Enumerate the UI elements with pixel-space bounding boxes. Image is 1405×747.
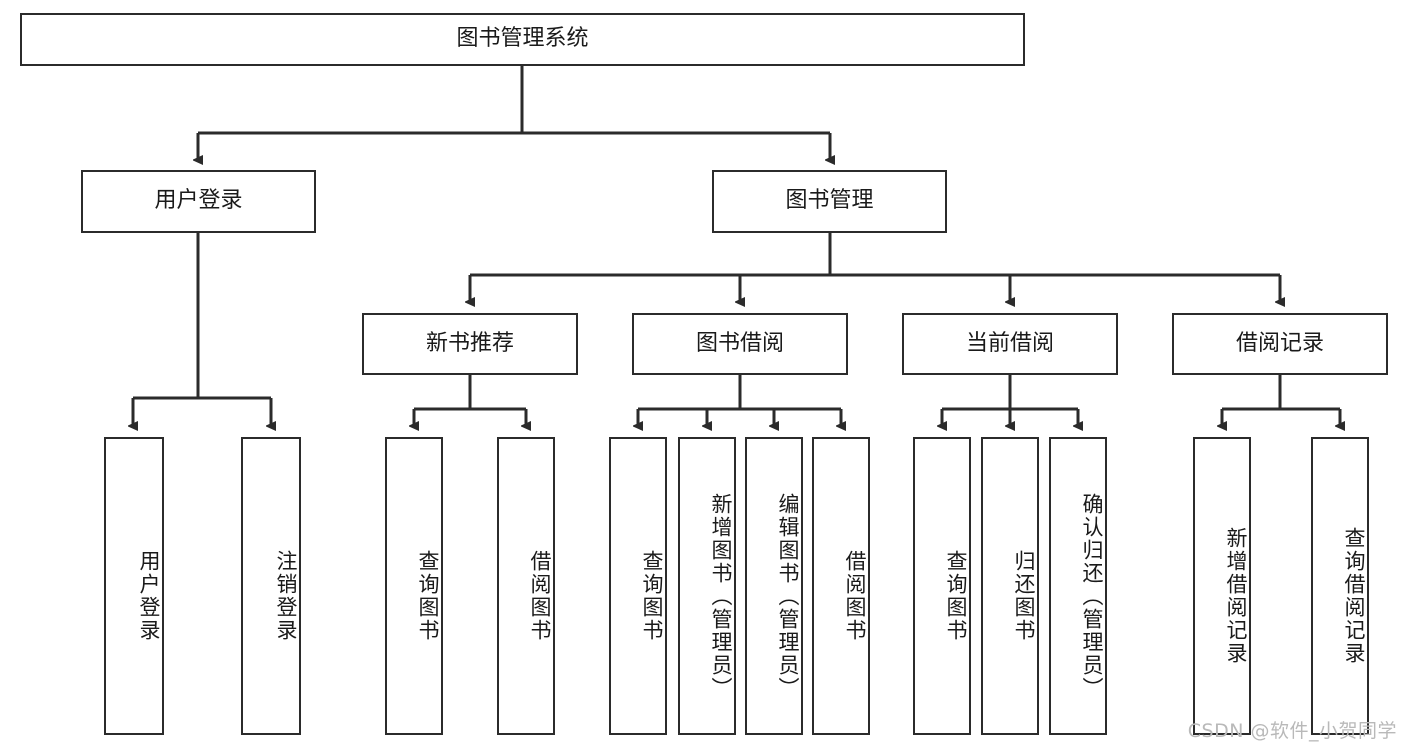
node-label: 注销登录 xyxy=(274,550,298,642)
node-label: 新增图书（管理员） xyxy=(709,492,733,700)
leaf-current-borrow-query-book[interactable]: 查询图书 xyxy=(913,437,971,735)
node-label: 新书推荐 xyxy=(425,330,514,356)
node-label: 新增借阅记录 xyxy=(1224,527,1248,665)
node-new-book-recommend[interactable]: 新书推荐 xyxy=(362,313,578,375)
leaf-current-borrow-return-book[interactable]: 归还图书 xyxy=(981,437,1039,735)
node-borrow-record[interactable]: 借阅记录 xyxy=(1172,313,1388,375)
leaf-new-book-query-book[interactable]: 查询图书 xyxy=(385,437,443,735)
node-label: 查询图书 xyxy=(416,550,440,642)
leaf-borrow-record-add-record[interactable]: 新增借阅记录 xyxy=(1193,437,1251,735)
node-label: 用户登录 xyxy=(154,188,243,214)
node-label: 当前借阅 xyxy=(965,330,1054,356)
leaf-user-login-logout[interactable]: 注销登录 xyxy=(241,437,301,735)
leaf-book-borrow-query-book[interactable]: 查询图书 xyxy=(609,437,667,735)
node-label: 借阅图书 xyxy=(528,550,552,642)
node-label: 编辑图书（管理员） xyxy=(776,492,800,700)
watermark-text: CSDN @软件_小贺同学 xyxy=(1187,720,1397,742)
node-label: 图书管理 xyxy=(785,188,874,214)
node-label: 借阅图书 xyxy=(843,550,867,642)
node-label: 归还图书 xyxy=(1012,550,1036,642)
leaf-book-borrow-edit-book-admin[interactable]: 编辑图书（管理员） xyxy=(745,437,803,735)
leaf-book-borrow-add-book-admin[interactable]: 新增图书（管理员） xyxy=(678,437,736,735)
leaf-user-login-login[interactable]: 用户登录 xyxy=(104,437,164,735)
node-root-book-management-system[interactable]: 图书管理系统 xyxy=(20,13,1025,66)
node-label: 查询图书 xyxy=(640,550,664,642)
node-current-borrow[interactable]: 当前借阅 xyxy=(902,313,1118,375)
node-label: 确认归还（管理员） xyxy=(1080,492,1104,700)
leaf-book-borrow-borrow-book[interactable]: 借阅图书 xyxy=(812,437,870,735)
node-book-management[interactable]: 图书管理 xyxy=(712,170,947,233)
node-user-login[interactable]: 用户登录 xyxy=(81,170,316,233)
node-label: 图书管理系统 xyxy=(456,26,589,52)
node-label: 查询借阅记录 xyxy=(1342,527,1366,665)
leaf-new-book-borrow-book[interactable]: 借阅图书 xyxy=(497,437,555,735)
node-label: 用户登录 xyxy=(137,550,161,642)
node-book-borrow[interactable]: 图书借阅 xyxy=(632,313,848,375)
node-label: 查询图书 xyxy=(944,550,968,642)
node-label: 借阅记录 xyxy=(1235,330,1324,356)
node-label: 图书借阅 xyxy=(695,330,784,356)
leaf-borrow-record-query-record[interactable]: 查询借阅记录 xyxy=(1311,437,1369,735)
leaf-current-borrow-confirm-return-admin[interactable]: 确认归还（管理员） xyxy=(1049,437,1107,735)
